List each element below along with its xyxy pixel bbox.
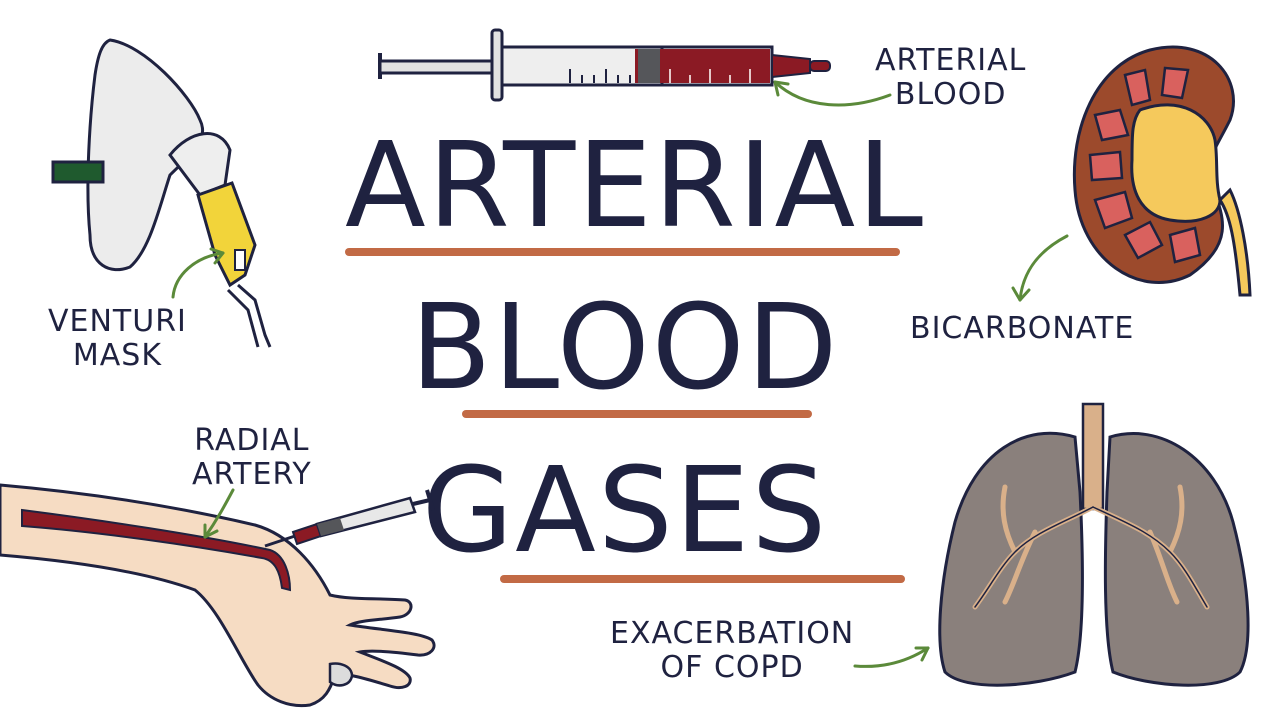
bicarbonate-arrow-icon [1011,234,1069,302]
lungs-icon [938,402,1250,687]
title-line-3: GASES [421,441,829,579]
label-bicarbonate: BICARBONATE [910,311,1135,346]
arm-syringe-icon [264,489,435,548]
arm-icon [0,483,436,708]
label-radial-artery: RADIAL ARTERY [192,423,312,492]
title-line-1: ARTERIAL [345,116,926,254]
syringe-icon [378,28,831,102]
title-underline-3 [500,575,905,583]
radial-artery-arrow-icon [203,488,235,539]
venturi-arrow-icon [171,247,225,299]
label-copd: EXACERBATION OF COPD [610,616,855,685]
arterial-blood-arrow-icon [773,80,892,107]
venturi-mask-icon [51,38,272,348]
title-underline-1 [345,248,900,256]
kidney-icon [1072,45,1252,297]
title-underline-2 [462,410,812,418]
title-line-2: BLOOD [410,278,840,416]
label-arterial-blood: ARTERIAL BLOOD [875,43,1027,112]
copd-arrow-icon [853,646,930,668]
label-venturi-mask: VENTURI MASK [48,304,187,373]
